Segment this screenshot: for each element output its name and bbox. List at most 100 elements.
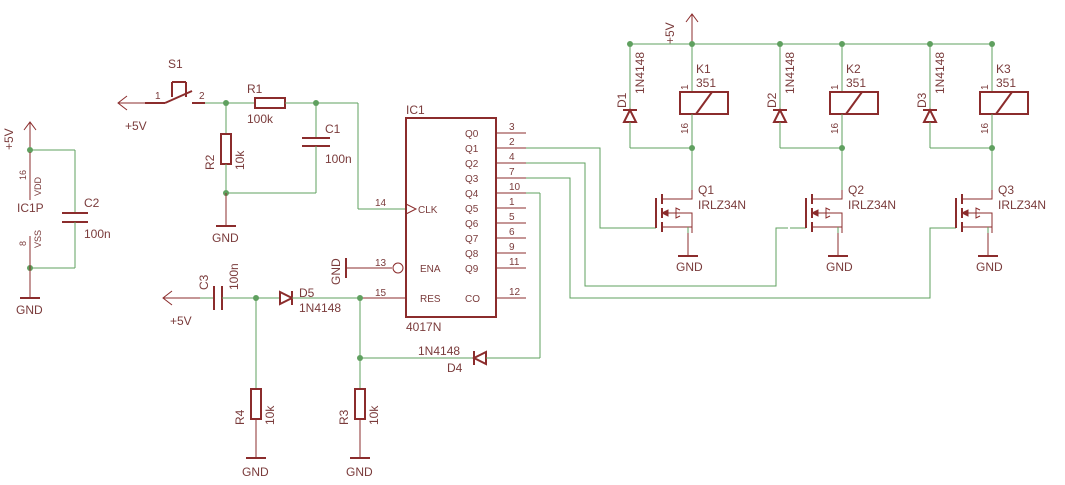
output-routing (526, 147, 940, 299)
ic1p-gnd-label: GND (16, 303, 43, 317)
relay-pin-bottom: 16 (830, 122, 841, 134)
r2-value: 10k (233, 150, 247, 170)
ic1-pin-q2: Q2 (465, 159, 479, 170)
r2-ref: R2 (203, 154, 217, 170)
relay-pin-top: 1 (680, 84, 691, 90)
c1-ref: C1 (325, 122, 341, 136)
d5-value: 1N4148 (299, 301, 341, 315)
ic1-pinnum-q5: 1 (509, 197, 515, 208)
c3-vcc-label: +5V (170, 314, 192, 328)
r3-gnd-label: GND (346, 465, 373, 479)
ic1-pinnum-q0: 3 (509, 122, 515, 133)
ic1-pinnum-q2: 4 (509, 152, 515, 163)
relay-coil-3 (979, 91, 1029, 115)
relay-vcc-label: +5V (663, 22, 677, 44)
r1-value: 100k (247, 112, 274, 126)
c1-value: 100n (325, 152, 352, 166)
ic1p-pin-vss: 8 (18, 241, 28, 246)
vcc-label: +5V (2, 128, 16, 150)
ic1p-power-section: +5V GND 16 VDD IC1P 8 VSS C2 100n (2, 121, 111, 317)
reset-network: +5V C3 100n D5 1N4148 R4 10k GND R3 10k … (162, 193, 541, 479)
ic1-pin-q3: Q3 (465, 174, 479, 185)
ic1-pin-q1: Q1 (465, 144, 479, 155)
clock-input-section: +5V S1 1 2 R1 100k C1 100n R2 10k GND (117, 57, 406, 245)
ic1p-ref: IC1P (17, 201, 44, 215)
ic1-pinnum-q7: 6 (509, 227, 515, 238)
mosfet-value: IRLZ34N (998, 198, 1046, 212)
ic1-pinnum-ena: 13 (375, 258, 387, 269)
ic1-pin-q6: Q6 (465, 219, 479, 230)
r4-gnd-label: GND (242, 465, 269, 479)
mosfet-gnd-label: GND (826, 260, 853, 274)
r3-value: 10k (367, 405, 381, 425)
flyback-diode-value: 1N4148 (633, 52, 647, 94)
d4-value: 1N4148 (418, 344, 460, 358)
r4-ref: R4 (233, 409, 247, 425)
relay-value: 351 (846, 76, 866, 90)
d4-ref: D4 (447, 361, 463, 375)
c2-value: 100n (84, 227, 111, 241)
ic1-pinnum-co: 12 (509, 287, 521, 298)
ic1-pinnum-q9: 11 (509, 257, 520, 268)
mosfet-ref: Q2 (848, 183, 864, 197)
ic1-pinnum-res: 15 (375, 288, 387, 299)
mosfet-value: IRLZ34N (848, 198, 896, 212)
s1-ref: S1 (168, 57, 183, 71)
ic1p-pin-vdd: 16 (18, 170, 28, 180)
mosfet-value: IRLZ34N (698, 198, 746, 212)
ic1-pin-res: RES (420, 294, 441, 305)
ic1-pin-ena: ENA (420, 264, 441, 275)
r4-value: 10k (263, 405, 277, 425)
relay-value: 351 (996, 76, 1016, 90)
flyback-diode-ref: D1 (615, 92, 629, 108)
ic1-pin-q7: Q7 (465, 234, 479, 245)
ic1-pin-co: CO (465, 294, 480, 305)
relay-value: 351 (696, 76, 716, 90)
r2-gnd-label: GND (212, 231, 239, 245)
s1-vcc-label: +5V (125, 119, 147, 133)
ic1-pin-q0: Q0 (465, 129, 479, 140)
c3-ref: C3 (197, 274, 211, 290)
relay-supply-rail: +5V (630, 13, 992, 45)
mosfet-ref: Q3 (998, 183, 1014, 197)
ic1-pinnum-q6: 5 (509, 212, 515, 223)
s1-pin1: 1 (155, 91, 161, 102)
flyback-diode-ref: D3 (915, 92, 929, 108)
mosfet-ref: Q1 (698, 183, 714, 197)
ic1-pinnum-clk: 14 (375, 198, 387, 209)
ic1-pinnum-q3: 7 (509, 167, 515, 178)
relay-ref: K3 (996, 62, 1011, 76)
relay-pin-top: 1 (980, 84, 991, 90)
ic1-ref: IC1 (406, 103, 425, 117)
relay-ref: K2 (846, 62, 861, 76)
ic1-part: 4017N (406, 320, 441, 334)
ic1-counter: IC1 4017N CLK 14 GND ENA 13 RES 15 Q03Q1… (329, 103, 526, 334)
ic1-pinnum-q1: 2 (509, 137, 515, 148)
flyback-diode-value: 1N4148 (933, 52, 947, 94)
relay-ref: K1 (696, 62, 711, 76)
c3-value: 100n (227, 263, 241, 290)
mosfet-gnd-label: GND (976, 260, 1003, 274)
relay-pin-bottom: 16 (980, 122, 991, 134)
relay-pin-top: 1 (830, 84, 841, 90)
d5-ref: D5 (299, 286, 315, 300)
s1-pin2: 2 (199, 91, 205, 102)
ic1-pin-clk: CLK (418, 205, 438, 216)
relay-pin-bottom: 16 (680, 122, 691, 134)
c2-ref: C2 (84, 196, 100, 210)
ic1-pinnum-q4: 10 (509, 182, 521, 193)
flyback-diode-ref: D2 (765, 92, 779, 108)
ic1p-vss-label: VSS (33, 230, 43, 248)
r3-ref: R3 (337, 409, 351, 425)
ic1-pin-q9: Q9 (465, 264, 479, 275)
ic1-pinnum-q8: 9 (509, 242, 515, 253)
ena-gnd-label: GND (329, 258, 343, 285)
ic1p-vdd-label: VDD (33, 176, 43, 196)
relay-coil-1 (679, 91, 729, 115)
ic1-pin-q8: Q8 (465, 249, 479, 260)
ic1-pin-q5: Q5 (465, 204, 479, 215)
